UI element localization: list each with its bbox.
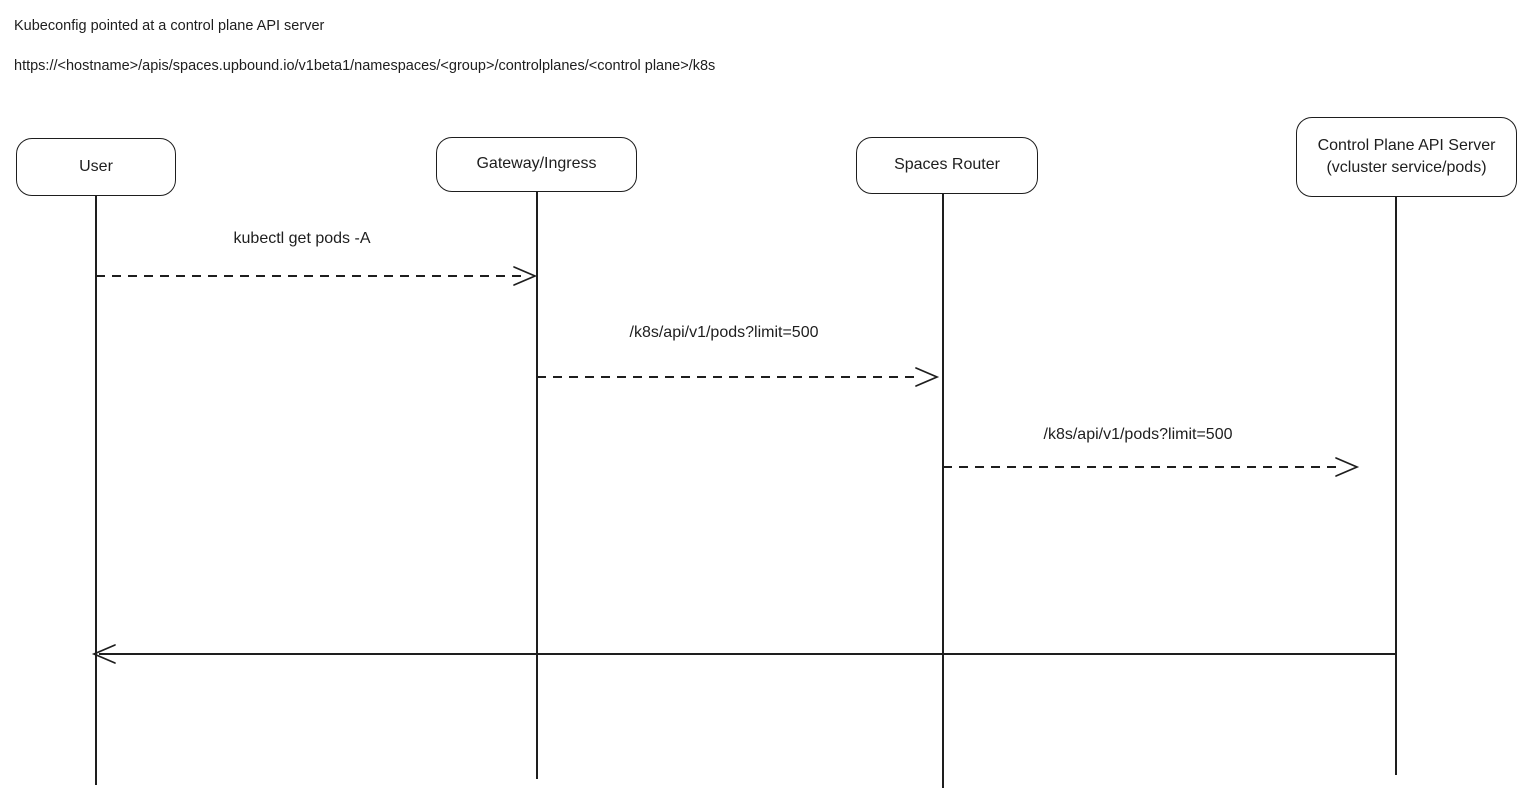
actor-label: Spaces Router bbox=[894, 156, 1000, 174]
message-label-kubectl-get-pods: kubectl get pods -A bbox=[233, 230, 371, 247]
actor-gateway-ingress: Gateway/Ingress bbox=[436, 137, 637, 192]
arrow-response-return bbox=[99, 653, 1396, 655]
diagram-title: Kubeconfig pointed at a control plane AP… bbox=[14, 18, 325, 34]
actor-user: User bbox=[16, 138, 176, 196]
lifeline-control-plane-api-server bbox=[1395, 197, 1397, 775]
arrowhead-left-icon bbox=[91, 644, 116, 664]
arrow-pods-limit-2 bbox=[943, 466, 1339, 468]
lifeline-gateway-ingress bbox=[536, 192, 538, 779]
arrow-kubectl-get-pods bbox=[96, 275, 524, 277]
actor-label: Control Plane API Server bbox=[1317, 136, 1496, 154]
actor-label: User bbox=[79, 157, 113, 175]
arrowhead-right-icon bbox=[915, 367, 940, 387]
actor-control-plane-api-server: Control Plane API Server (vcluster servi… bbox=[1296, 117, 1517, 197]
actor-spaces-router: Spaces Router bbox=[856, 137, 1038, 194]
message-label-pods-limit-1: /k8s/api/v1/pods?limit=500 bbox=[629, 324, 819, 341]
arrow-pods-limit-1 bbox=[537, 376, 919, 378]
arrowhead-right-icon bbox=[1335, 457, 1360, 477]
message-label-pods-limit-2: /k8s/api/v1/pods?limit=500 bbox=[1043, 426, 1233, 443]
actor-label: Gateway/Ingress bbox=[476, 155, 597, 173]
arrowhead-right-icon bbox=[513, 266, 538, 286]
kubeconfig-url: https://<hostname>/apis/spaces.upbound.i… bbox=[14, 58, 716, 74]
lifeline-user bbox=[95, 196, 97, 785]
actor-sublabel: (vcluster service/pods) bbox=[1326, 159, 1487, 176]
lifeline-spaces-router bbox=[942, 194, 944, 788]
